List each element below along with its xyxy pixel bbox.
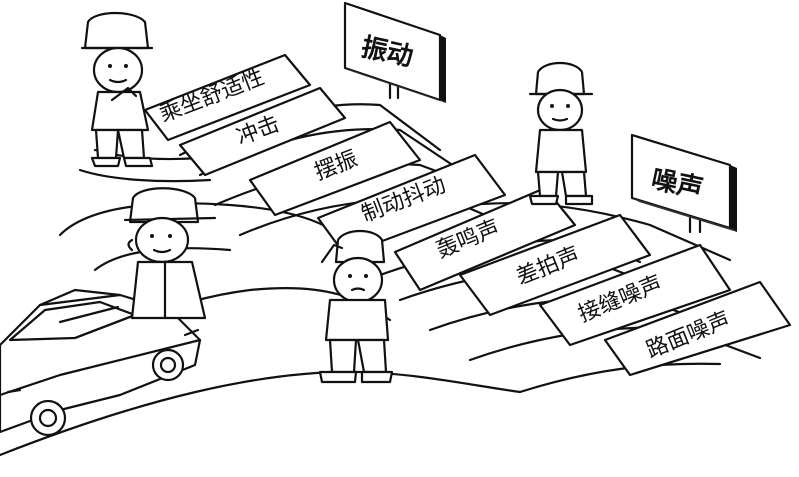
car-illustration [0, 288, 202, 437]
vibration-sign: 振动 [343, 1, 446, 103]
worker-figure-thinking [80, 12, 154, 168]
noise-sign: 噪声 [630, 133, 737, 234]
vibration-branch-labels: 乘坐舒适性 冲击 摆振 制动抖动 [143, 53, 507, 257]
noise-branch-labels: 轰鸣声 差拍声 接缝噪声 路面噪声 [393, 186, 792, 377]
worker-figure-standing [123, 187, 217, 320]
worker-figure-confused [318, 229, 394, 384]
worker-figure-waiting [528, 61, 594, 206]
